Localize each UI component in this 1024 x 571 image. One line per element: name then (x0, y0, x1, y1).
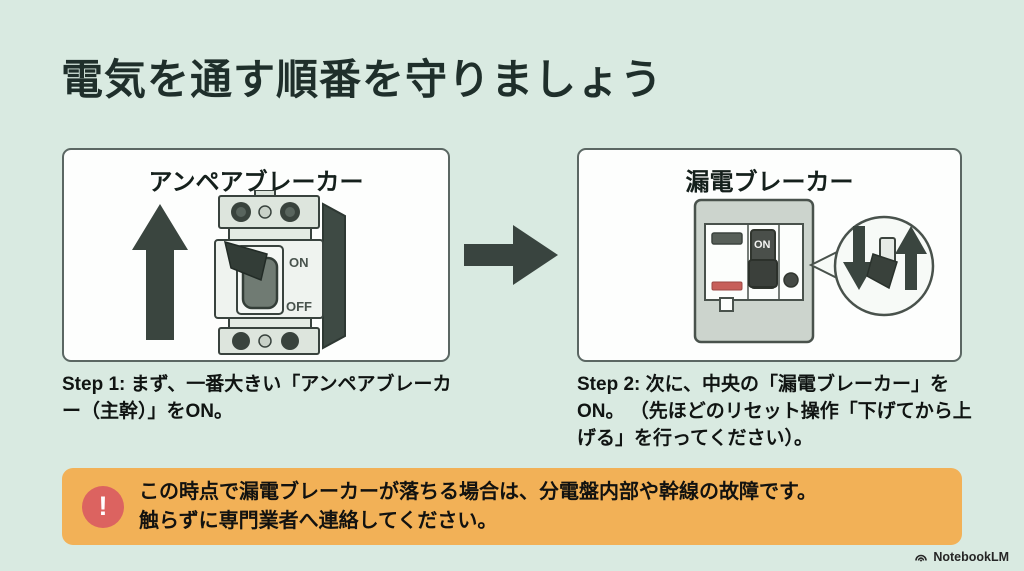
watermark: NotebookLM (914, 550, 1009, 564)
warning-line-2: 触らずに専門業者へ連絡してください。 (139, 509, 498, 532)
warning-text: この時点で漏電ブレーカーが落ちる場合は、分電盤内部や幹線の故障です。 触らずに専… (139, 478, 817, 535)
page-title: 電気を通す順番を守りましょう (61, 56, 664, 103)
warning-icon: ! (82, 485, 124, 528)
watermark-label: NotebookLM (933, 550, 1009, 564)
right-arrow-icon (464, 225, 558, 285)
panel-ampere-breaker: アンペアブレーカー ON OFF (62, 148, 450, 362)
panel-leakage-heading: 漏電ブレーカー (685, 169, 854, 196)
notebooklm-logo-icon (915, 554, 928, 562)
step-1-caption: Step 1: まず、一番大きい「アンペアブレーカー（主幹）」をON。 (62, 374, 452, 422)
leakage-breaker-illustration: ON (693, 198, 935, 344)
callout-switch-icon (866, 237, 898, 290)
toggle-handle (223, 240, 268, 282)
ampere-breaker-illustration: ON OFF (132, 190, 346, 355)
step-2-caption: Step 2: 次に、中央の「漏電ブレーカー」をON。 （先ほどのリセット操作「… (577, 374, 972, 449)
warning-banner: ! この時点で漏電ブレーカーが落ちる場合は、分電盤内部や幹線の故障です。 触らず… (62, 468, 962, 545)
up-arrow-icon (132, 204, 188, 340)
on-label: ON (289, 255, 309, 270)
warning-line-1: この時点で漏電ブレーカーが落ちる場合は、分電盤内部や幹線の故障です。 (139, 481, 817, 504)
off-label: OFF (286, 299, 312, 314)
red-indicator-bar (711, 281, 743, 291)
on-label: ON (754, 239, 771, 251)
callout-up-arrow-icon (895, 226, 927, 290)
panel-leakage-breaker: 漏電ブレーカー ON (577, 148, 962, 362)
test-button (783, 272, 799, 288)
